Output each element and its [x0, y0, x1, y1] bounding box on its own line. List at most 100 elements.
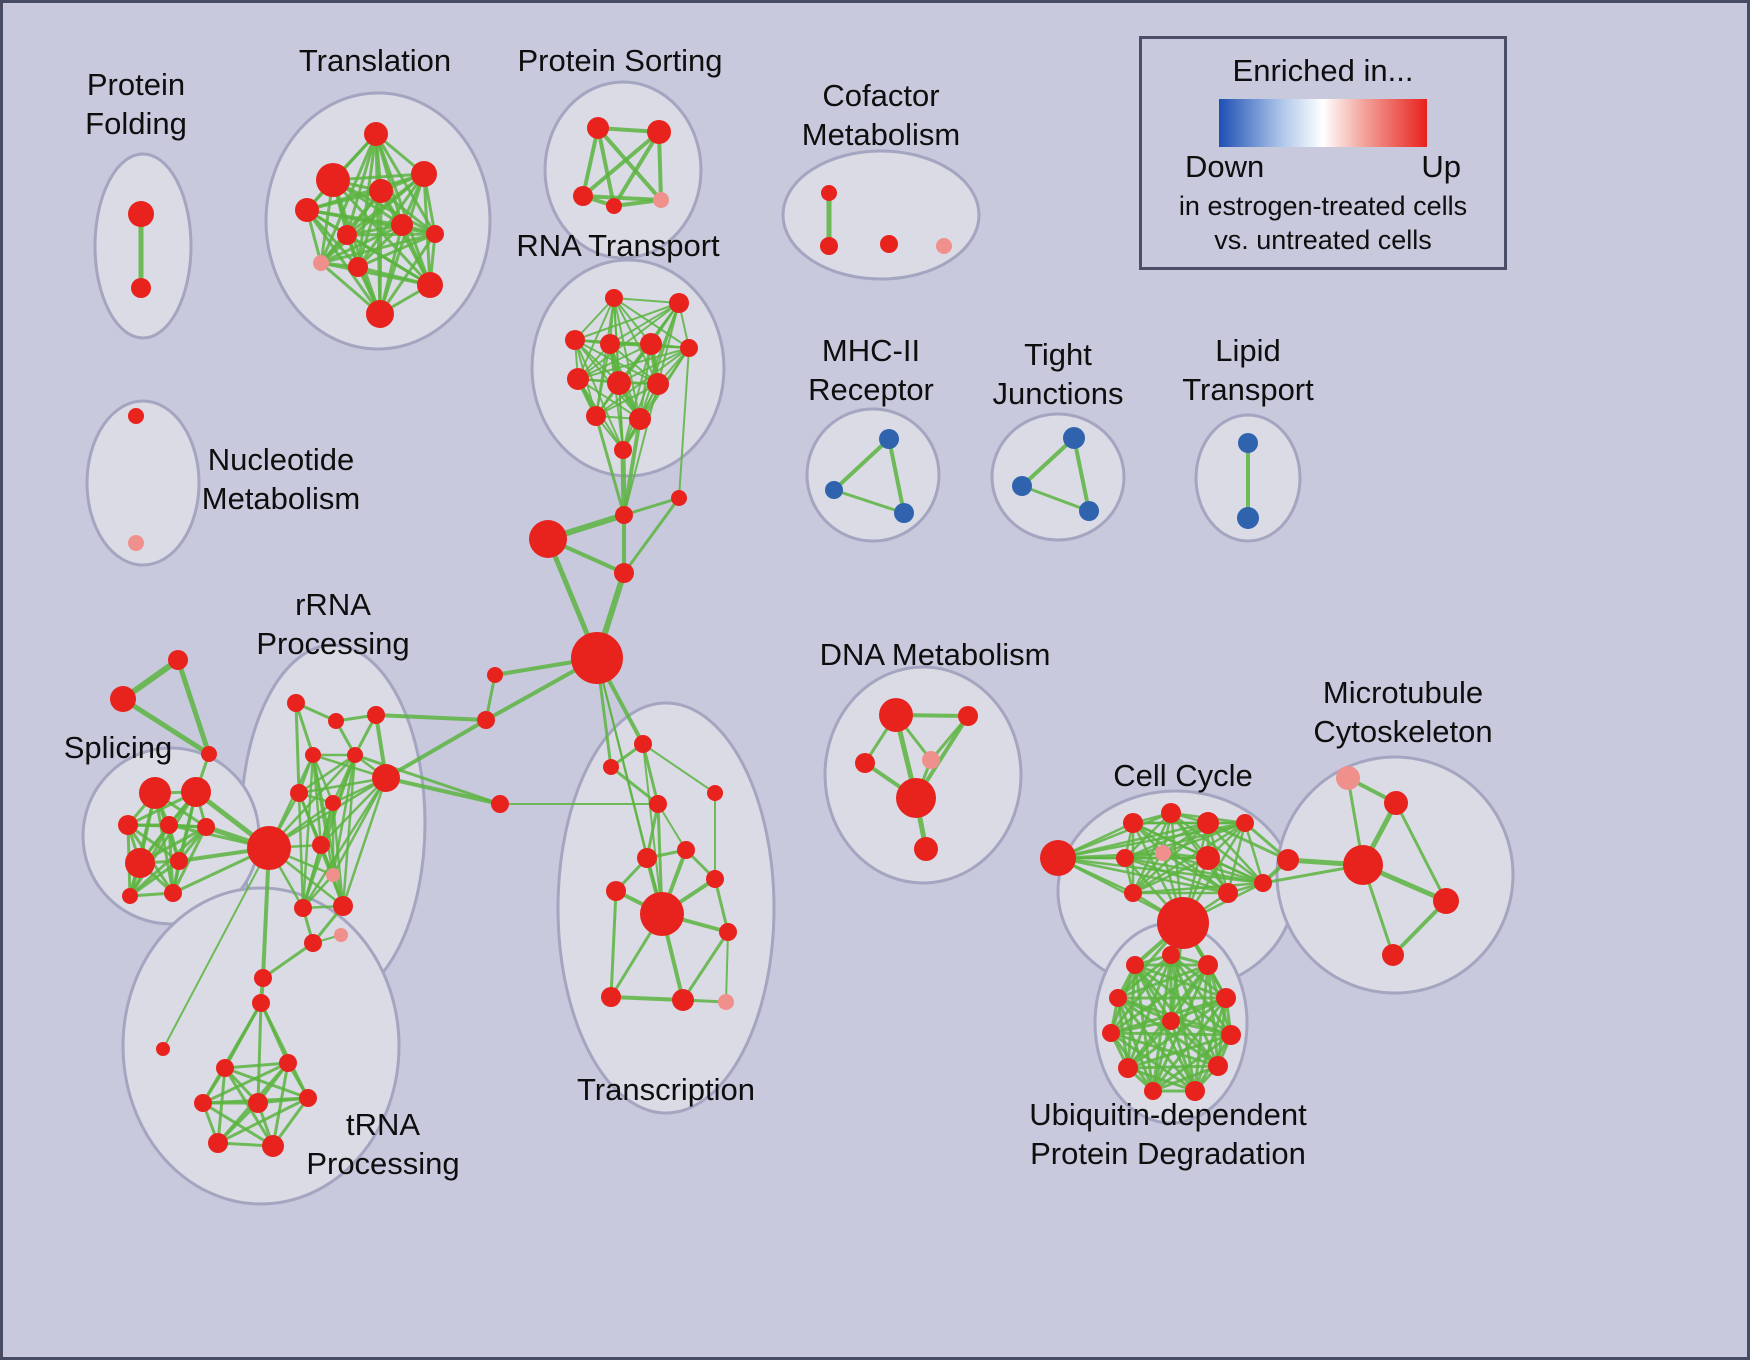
gene-set-node [1109, 989, 1127, 1007]
gene-set-node [487, 667, 503, 683]
enrichment-edge [574, 339, 624, 451]
enrichment-edge [577, 347, 690, 380]
cluster-label-ubiquitin-degradation: Protein Degradation [1030, 1136, 1306, 1171]
gene-set-node [417, 272, 443, 298]
gene-set-node [614, 563, 634, 583]
gene-set-node [1118, 1058, 1138, 1078]
gene-set-node [1198, 955, 1218, 975]
enrichment-edge [1243, 821, 1265, 885]
gene-set-node [1238, 433, 1258, 453]
gene-set-node [491, 795, 509, 813]
enrichment-edge [622, 496, 681, 517]
gene-set-node [1208, 1056, 1228, 1076]
enrichment-edge [678, 347, 690, 499]
gene-set-node [287, 694, 305, 712]
enrichment-edge [1133, 963, 1233, 1037]
gene-set-node [1185, 1081, 1205, 1101]
gene-set-node [411, 161, 437, 187]
enrichment-edge [356, 232, 437, 269]
gene-set-node [216, 1059, 234, 1077]
gene-set-node [936, 238, 952, 254]
gene-set-node [1102, 1024, 1120, 1042]
enrichment-edge [216, 1066, 227, 1145]
gene-set-node [294, 899, 312, 917]
enrichment-edge [223, 1061, 290, 1070]
gene-set-node [894, 503, 914, 523]
cluster-label-tight-junctions: Junctions [993, 376, 1124, 411]
gene-set-node [164, 884, 182, 902]
enrichment-edge [294, 701, 315, 757]
legend-up-label: Up [1421, 149, 1461, 184]
gene-set-node [477, 711, 495, 729]
enrichment-edge [171, 825, 208, 895]
gene-set-node [1382, 944, 1404, 966]
gene-set-node [248, 1093, 268, 1113]
gene-set-node [606, 881, 626, 901]
gene-set-node [328, 713, 344, 729]
gene-set-node [170, 852, 188, 870]
enrichment-edge [305, 208, 382, 316]
enrichment-edge [594, 414, 626, 517]
gene-set-node [337, 225, 357, 245]
gene-set-node [1336, 766, 1360, 790]
enrichment-edge [378, 232, 437, 316]
cluster-label-dna-metabolism: DNA Metabolism [820, 637, 1051, 672]
gene-set-node [1162, 1012, 1180, 1030]
gene-set-node [601, 987, 621, 1007]
enrichment-edge [609, 765, 660, 806]
gene-set-node [139, 777, 171, 809]
enrichment-edge [378, 223, 404, 316]
gene-set-node [565, 330, 585, 350]
enrichment-edge [581, 194, 663, 202]
gene-set-node [647, 120, 671, 144]
enrichment-edge [1193, 996, 1228, 1093]
enrichment-edge [301, 843, 323, 910]
legend-down-label: Down [1185, 149, 1265, 184]
enrichment-edge [713, 877, 730, 934]
cluster-label-rrna-processing: Processing [256, 626, 409, 661]
gene-set-node [201, 746, 217, 762]
gene-set-node [607, 371, 631, 395]
enrichment-edge [319, 232, 437, 265]
gene-set-node [391, 214, 413, 236]
enrichment-edge [341, 776, 388, 908]
enrichment-edge [297, 753, 357, 795]
enrichment-edge [341, 753, 357, 908]
enrichment-edge [353, 753, 502, 806]
enrichment-edge [596, 126, 663, 202]
gene-set-node [586, 406, 606, 426]
enrichment-edge [1133, 963, 1173, 1023]
cluster-label-rna-transport: RNA Transport [516, 228, 720, 263]
gene-set-node [110, 686, 136, 712]
enrichment-edge [1109, 1031, 1233, 1037]
gene-set-node [605, 289, 623, 307]
cluster-ellipse-nucleotide-metabolism [85, 399, 201, 567]
enrichment-edge [1056, 811, 1173, 860]
gene-set-node [208, 1133, 228, 1153]
gene-set-node [372, 764, 400, 792]
gene-set-node [825, 481, 843, 499]
enrichment-edge [384, 776, 502, 806]
cluster-label-lipid-transport: Lipid [1215, 333, 1281, 368]
gene-set-node [1155, 845, 1171, 861]
enrichment-edge [622, 343, 652, 451]
gene-set-node [254, 969, 272, 987]
cluster-label-trna-processing: tRNA [346, 1107, 420, 1142]
gene-set-node [640, 892, 684, 936]
enrichment-edge [319, 223, 404, 265]
enrichment-edge [1109, 1019, 1173, 1035]
gene-set-node [367, 706, 385, 724]
cluster-label-cell-cycle: Cell Cycle [1113, 758, 1253, 793]
enrichment-edge [1123, 821, 1247, 860]
enrichment-edge [1126, 1033, 1233, 1070]
enrichment-edge [622, 347, 690, 451]
gene-set-node [958, 706, 978, 726]
enrichment-edge [1131, 881, 1265, 895]
enrichment-edge [301, 753, 315, 910]
gene-set-node [669, 293, 689, 313]
gene-set-node [197, 818, 215, 836]
enrichment-edge [1126, 1019, 1173, 1070]
gene-set-node [334, 928, 348, 942]
